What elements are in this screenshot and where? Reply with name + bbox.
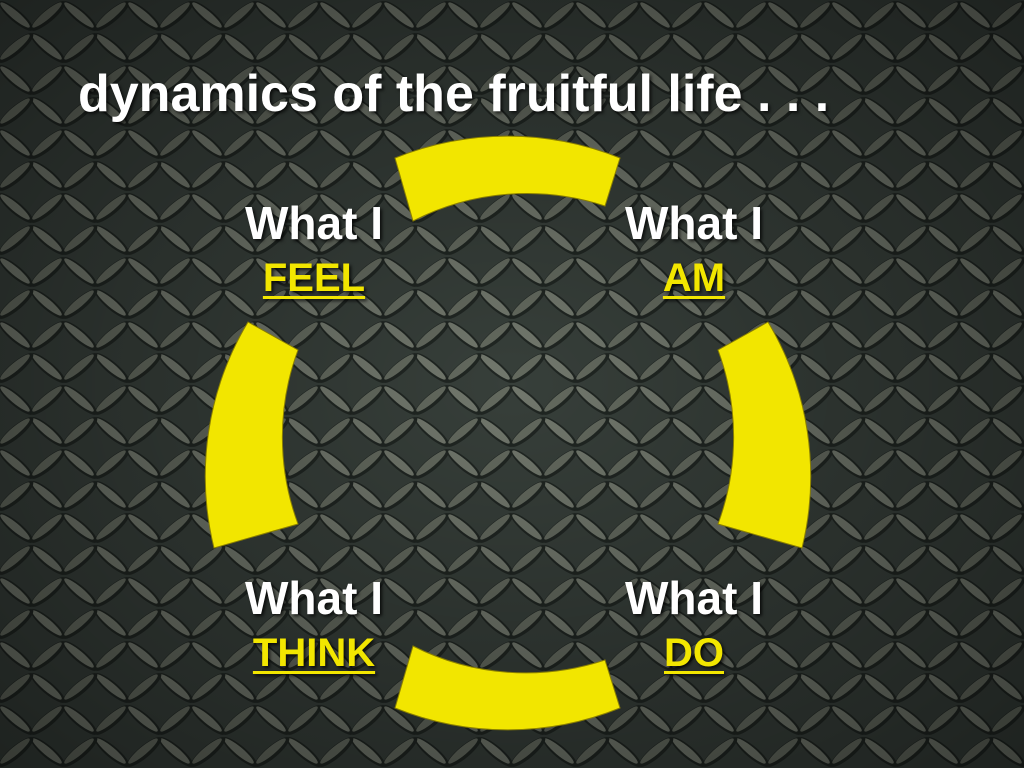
label-feel-prefix: What I [245,197,383,249]
label-think-prefix: What I [245,572,383,624]
arc-left [204,321,299,549]
label-feel-keyword: FEEL [262,256,366,300]
label-think: What I THINK [204,570,424,680]
label-do-keyword: DO [664,631,724,675]
label-do: What I DO [584,570,804,680]
label-do-prefix: What I [625,572,763,624]
label-feel: What I FEEL [204,195,424,305]
arc-top [394,135,621,222]
label-am-keyword: AM [662,256,726,300]
arc-bottom [394,645,621,731]
arc-right [717,321,812,549]
label-think-keyword: THINK [252,631,376,675]
label-am: What I AM [584,195,804,305]
label-am-prefix: What I [625,197,763,249]
slide-title: dynamics of the fruitful life . . . [78,65,830,123]
